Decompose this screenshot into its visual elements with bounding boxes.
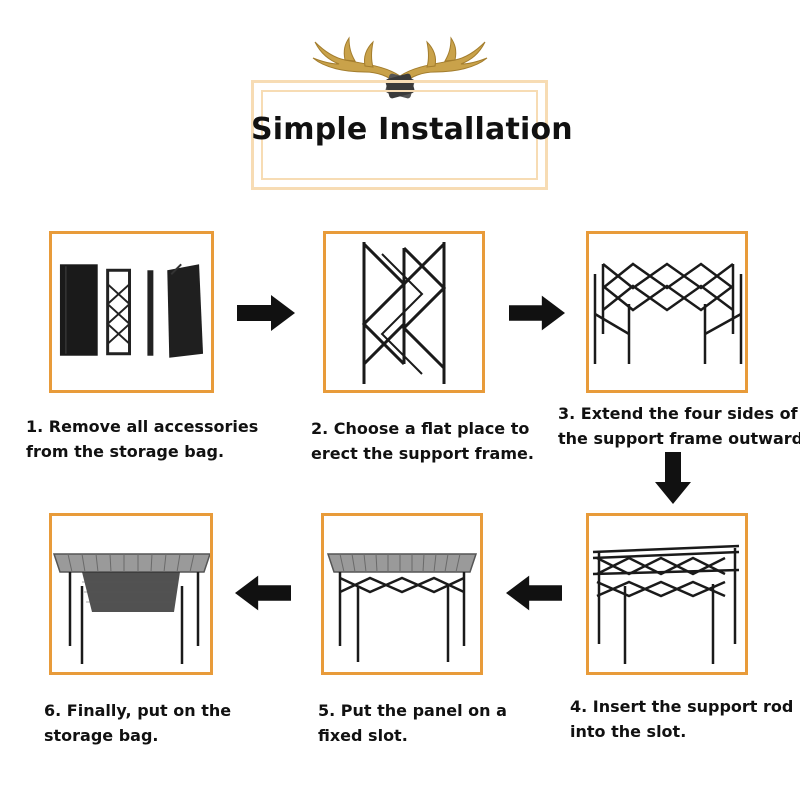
step-2-image <box>323 231 485 393</box>
antler-decoration-icon <box>312 36 488 99</box>
title-frame <box>251 80 548 190</box>
step-3-image <box>586 231 748 393</box>
arrow-right-icon <box>237 295 295 331</box>
step-4-image <box>586 513 748 675</box>
arrow-down-icon <box>655 452 691 504</box>
page-title: Simple Installation <box>251 112 573 147</box>
arrow-left-icon <box>506 575 562 611</box>
arrow-left-icon <box>235 575 291 611</box>
arrow-right-icon <box>509 295 565 331</box>
step-6-image <box>49 513 213 675</box>
step-5-image <box>321 513 483 675</box>
step-1-image <box>49 231 214 393</box>
